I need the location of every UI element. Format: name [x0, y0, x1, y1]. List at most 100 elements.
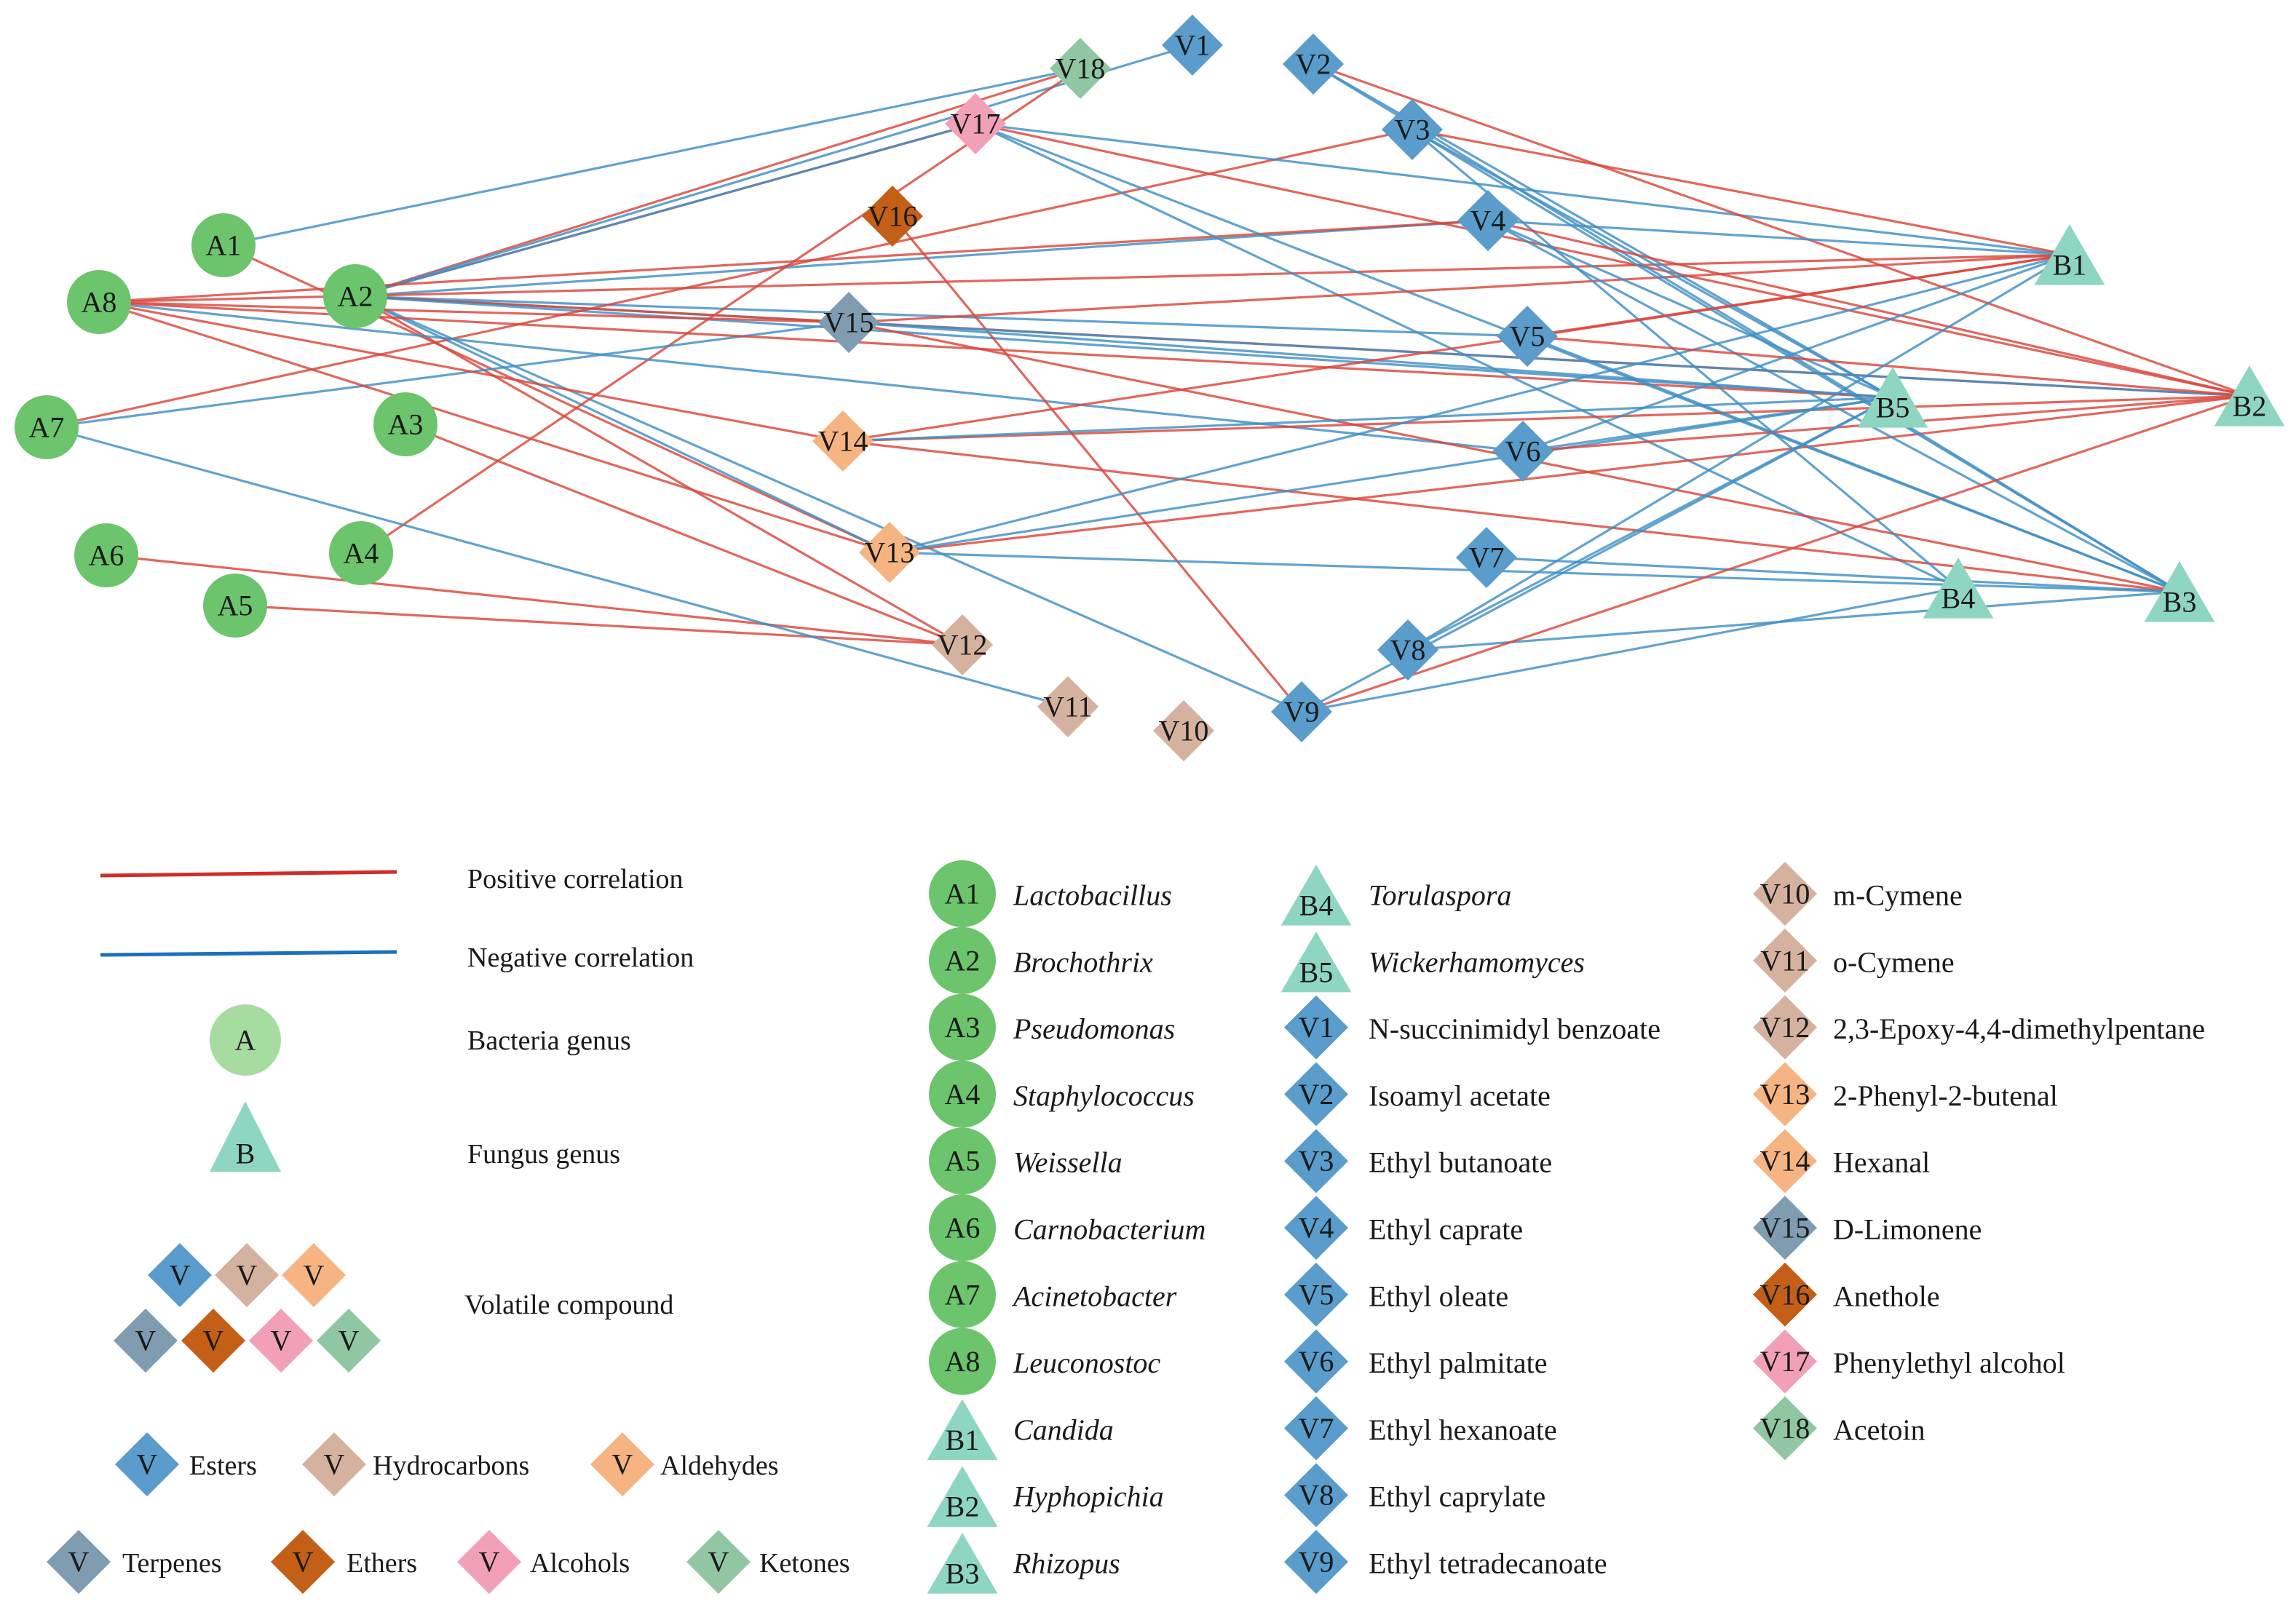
- key-code: V9: [1299, 1546, 1334, 1579]
- node-label: A5: [218, 590, 253, 622]
- key-symbol: [1753, 1262, 1817, 1327]
- key-symbol: [927, 1466, 998, 1527]
- key-symbol: [1284, 1396, 1348, 1461]
- key-code: B2: [946, 1491, 980, 1523]
- node-label: V11: [1043, 691, 1092, 723]
- node-label: V2: [1296, 48, 1331, 81]
- node-v13: V13: [859, 522, 920, 583]
- key-symbol: [929, 1261, 996, 1328]
- key-name: Carnobacterium: [1013, 1213, 1206, 1246]
- key-code: V15: [1760, 1212, 1810, 1245]
- node-v3: V3: [1382, 99, 1443, 160]
- edge-a2-v4: [355, 219, 1489, 298]
- edge-v14-b2: [842, 394, 2250, 443]
- node-label: B5: [1876, 392, 1910, 424]
- node-shape: [2034, 224, 2105, 285]
- edge-v14-b5: [842, 396, 1893, 443]
- category-letter: V: [479, 1546, 500, 1579]
- edge-v7-b3: [1486, 556, 2180, 593]
- node-label: V8: [1390, 634, 1426, 667]
- node-shape: [862, 186, 923, 247]
- edge-a7-v15: [46, 321, 850, 429]
- edge-a2-v12: [355, 295, 963, 646]
- key-name: Ethyl hexanoate: [1369, 1413, 1557, 1446]
- key-entry-v6: V6 Ethyl palmitate: [1284, 1329, 1548, 1394]
- key-name: Ethyl caprate: [1369, 1213, 1523, 1246]
- category-letter: V: [68, 1546, 90, 1579]
- node-shape: [812, 410, 874, 472]
- node-shape: [74, 523, 138, 587]
- node-v18: V18: [1050, 38, 1111, 99]
- edge-v9-b2: [1301, 394, 2250, 713]
- key-code: B1: [946, 1424, 980, 1456]
- node-b1: B1: [2034, 224, 2105, 285]
- node-v6: V6: [1492, 421, 1553, 482]
- node-shape: [1271, 681, 1332, 742]
- key-code: V12: [1760, 1011, 1810, 1044]
- node-v1: V1: [1162, 15, 1223, 76]
- key-name: Ethyl palmitate: [1369, 1346, 1548, 1379]
- key-symbol: [1284, 1463, 1348, 1528]
- key-entry-v9: V9 Ethyl tetradecanoate: [1284, 1530, 1607, 1594]
- key-symbol: [1280, 931, 1352, 993]
- category-aldehydes-label: Aldehydes: [660, 1451, 779, 1481]
- node-v10: V10: [1153, 700, 1214, 761]
- edge-v8-b1: [1407, 253, 2070, 651]
- category-terpenes-label: Terpenes: [122, 1548, 222, 1579]
- edge-a2-v18: [355, 67, 1081, 298]
- key-entry-v15: V15 D-Limonene: [1753, 1196, 1982, 1260]
- positive-correlation-swatch: [100, 870, 397, 878]
- node-label: A6: [89, 539, 124, 572]
- node-shape: [1162, 15, 1223, 76]
- node-v5: V5: [1497, 306, 1558, 367]
- key-symbol: [1753, 1329, 1817, 1394]
- key-name: Wickerhamomyces: [1369, 945, 1585, 978]
- node-shape: [859, 522, 920, 583]
- node-a7: A7: [15, 395, 79, 459]
- key-symbol: [929, 860, 996, 927]
- node-shape: [15, 395, 79, 459]
- key-name: Ethyl tetradecanoate: [1369, 1547, 1607, 1580]
- key-symbol: [1753, 1196, 1817, 1260]
- key-code: V6: [1299, 1345, 1334, 1378]
- node-shape: [1497, 306, 1558, 367]
- key-name: Brochothrix: [1013, 945, 1153, 978]
- volatile-letter: V: [304, 1259, 325, 1292]
- edge-v9-b4: [1301, 587, 1959, 713]
- volatile-letter: V: [271, 1325, 292, 1357]
- node-shape: [373, 392, 438, 456]
- edge-v15-b1: [848, 253, 2070, 324]
- key-code: B3: [946, 1558, 980, 1590]
- node-label: A8: [82, 286, 117, 319]
- key-code: A4: [945, 1078, 981, 1111]
- key-name: D-Limonene: [1833, 1213, 1982, 1246]
- node-v14: V14: [812, 410, 874, 472]
- volatile-diamond-terpenes: [114, 1309, 178, 1373]
- node-shape: [1457, 190, 1519, 251]
- node-shape: [1857, 367, 1928, 428]
- category-ketones-label: Ketones: [759, 1548, 850, 1579]
- category-hydrocarbons-label: Hydrocarbons: [373, 1451, 529, 1481]
- key-name: Candida: [1013, 1413, 1114, 1446]
- node-v11: V11: [1037, 676, 1098, 737]
- node-v16: V16: [862, 186, 923, 247]
- bacteria-genus-label: Bacteria genus: [467, 1025, 631, 1056]
- key-code: V11: [1760, 944, 1809, 977]
- edge-v3-b5: [1412, 128, 1893, 399]
- category-letter: V: [612, 1448, 633, 1481]
- edge-v13-b3: [889, 551, 2180, 593]
- node-v4: V4: [1457, 190, 1519, 251]
- node-b5: B5: [1857, 367, 1928, 428]
- node-label: V5: [1510, 320, 1545, 353]
- key-name: Rhizopus: [1013, 1547, 1120, 1580]
- node-a5: A5: [203, 574, 267, 638]
- node-shape: [1377, 619, 1438, 681]
- node-label: V1: [1175, 29, 1211, 62]
